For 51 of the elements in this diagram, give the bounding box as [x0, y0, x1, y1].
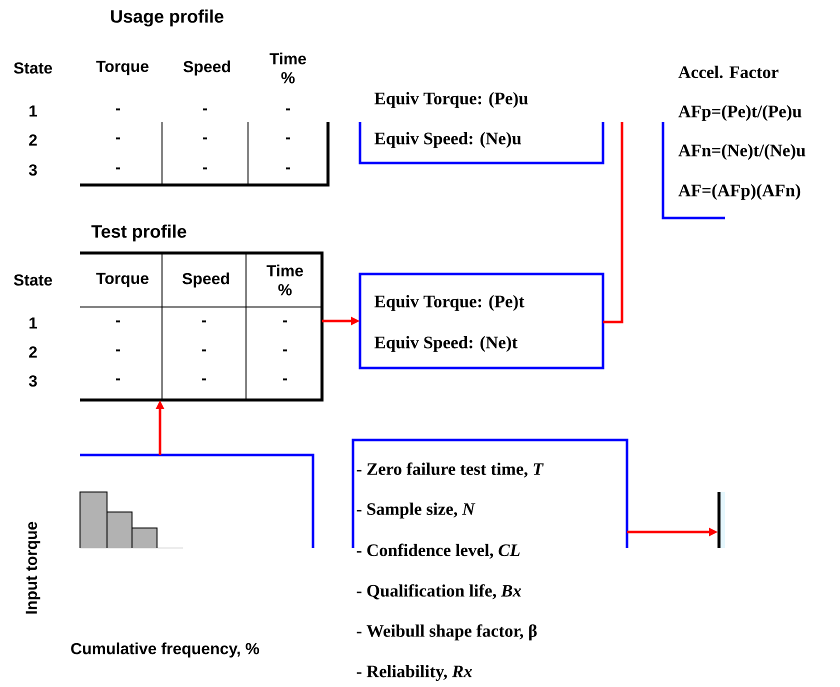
cell-value: -	[116, 167, 120, 170]
heading: Accel. Factor	[678, 66, 778, 78]
column-header: Speed	[182, 272, 229, 288]
parameter-text: - Sample size, N	[356, 502, 476, 519]
equation-text: AFn=(Ne)t/(Ne)u	[678, 144, 806, 160]
equation-text: Equiv Torque: (Pe)u	[374, 92, 528, 108]
parameter-text: - Qualification life, Bx	[356, 584, 522, 600]
column-header: Speed	[183, 60, 230, 76]
column-header: Torque	[96, 60, 148, 76]
column-header: State	[14, 62, 52, 74]
cell-value: -	[202, 137, 208, 140]
cell-value: -	[116, 108, 120, 110]
column-header: State	[14, 274, 52, 286]
cell-value: -	[116, 378, 120, 380]
cell-value: -	[286, 108, 290, 110]
box	[718, 492, 725, 548]
equation-text: AFp=(Pe)t/(Pe)u	[678, 105, 802, 121]
state-number: 3	[28, 375, 37, 387]
parameter-text: - Confidence level, CL	[356, 544, 520, 559]
state-number: 3	[28, 164, 37, 176]
cell-value: -	[282, 349, 288, 352]
column-header: Time %	[270, 52, 306, 84]
parameter-text: - Weibull shape factor, β	[356, 624, 537, 640]
equation-text: AF=(AFp)(AFn)	[678, 184, 800, 200]
cell-value: -	[202, 349, 206, 352]
cell-value: -	[282, 320, 288, 322]
equation-text: Equiv Speed: (Ne)t	[374, 336, 518, 352]
cell-value: -	[116, 320, 120, 322]
cell-value: -	[202, 108, 208, 110]
table-title: Test profile	[91, 224, 186, 242]
parameter-text: - Zero failure test time, T	[356, 462, 544, 478]
cell-value: -	[116, 349, 120, 352]
cell-value: -	[282, 378, 288, 380]
equation-text: Equiv Speed: (Ne)u	[374, 132, 522, 148]
column-header: Torque	[96, 272, 148, 288]
cell-value: -	[116, 137, 120, 140]
axis-label: Input torque	[26, 522, 40, 614]
table-title: Usage profile	[111, 10, 224, 26]
parameter-text: - Reliability, Rx	[356, 665, 472, 681]
column-header: Time %	[266, 264, 303, 296]
cell-value: -	[202, 320, 206, 322]
state-number: 2	[29, 134, 37, 146]
cell-value: -	[202, 378, 206, 380]
equation-text: Equiv Torque: (Pe)t	[374, 295, 524, 311]
cell-value: -	[286, 137, 290, 140]
cell-value: -	[286, 167, 290, 170]
state-number: 1	[30, 105, 37, 116]
axis-label: Cumulative frequency, %	[71, 642, 260, 658]
state-number: 2	[29, 346, 37, 358]
state-number: 1	[30, 317, 37, 328]
cell-value: -	[202, 167, 208, 170]
